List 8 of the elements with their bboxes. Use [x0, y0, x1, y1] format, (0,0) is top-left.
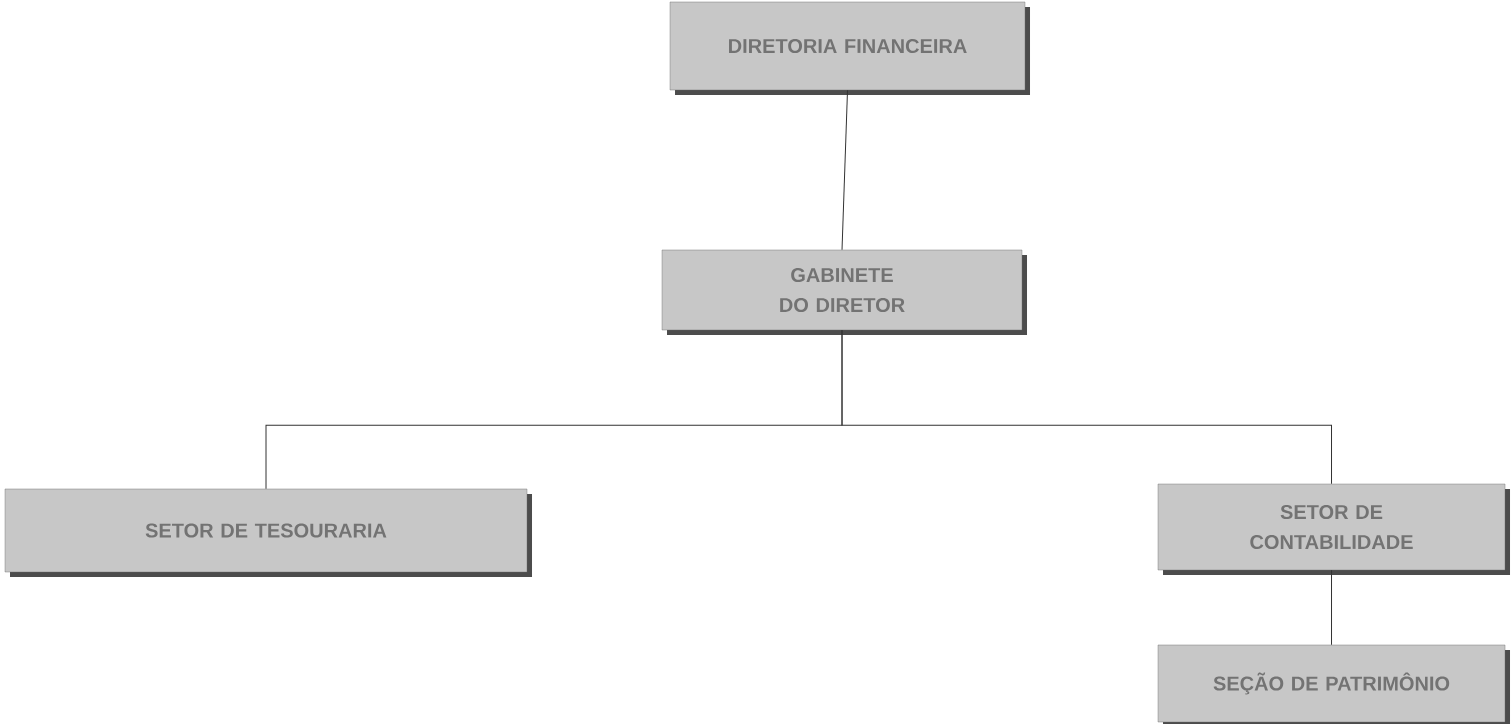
connector-line	[841, 329, 1332, 485]
org-box: SEÇÃO DE PATRIMÔNIO	[1157, 644, 1510, 724]
connector-line	[1331, 569, 1332, 646]
org-box: SETOR DE CONTABILIDADE	[1157, 483, 1510, 575]
org-box: GABINETE DO DIRETOR	[661, 249, 1027, 335]
connector-line	[841, 89, 848, 251]
org-box: DIRETORIA FINANCEIRA	[669, 1, 1030, 95]
org-box: SETOR DE TESOURARIA	[4, 488, 532, 577]
